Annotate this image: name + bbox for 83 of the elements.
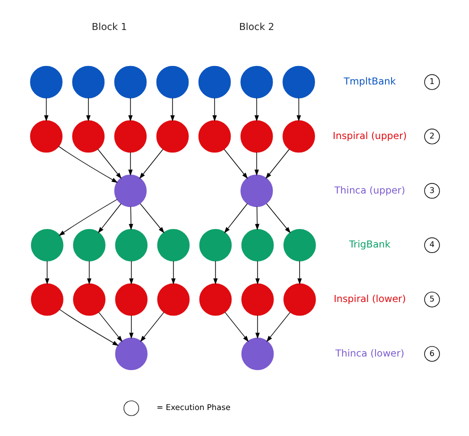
arrow <box>97 203 121 234</box>
node-circle <box>240 120 272 153</box>
node-circle <box>156 228 190 262</box>
arrow <box>128 314 134 339</box>
node-circle <box>282 120 314 153</box>
node-circle <box>114 174 146 208</box>
node-circle <box>114 66 146 98</box>
arrow <box>58 199 118 236</box>
node-circle <box>72 283 105 316</box>
node-circle <box>240 174 272 208</box>
node-circle <box>30 120 62 153</box>
arrow <box>254 206 259 230</box>
node-circle <box>114 338 148 370</box>
arrow <box>138 148 163 179</box>
label: Inspiral (lower) <box>333 294 406 305</box>
node-circle <box>240 283 274 316</box>
arrow <box>212 98 216 122</box>
label: TrigBank <box>348 240 390 251</box>
node-circle <box>156 66 188 98</box>
arrow <box>128 260 134 285</box>
node-circle <box>198 228 232 262</box>
node-circle <box>72 228 105 262</box>
arrow <box>58 146 118 183</box>
arrow <box>170 260 176 285</box>
arrow <box>254 152 258 176</box>
node-circle <box>240 66 272 98</box>
node-circle <box>30 228 63 262</box>
arrow <box>140 312 164 342</box>
arrow <box>44 260 49 285</box>
arrow <box>266 312 290 342</box>
node-circle <box>282 283 316 316</box>
node-circle <box>198 66 230 98</box>
arrow <box>212 260 218 285</box>
node-circle: 4 <box>424 237 440 253</box>
node-circle: 6 <box>424 346 440 362</box>
arrow <box>98 312 122 342</box>
node-circle <box>240 228 274 262</box>
node-circle: 5 <box>424 292 440 308</box>
arrow <box>296 260 302 285</box>
arrow <box>86 98 90 122</box>
node-circle <box>282 228 316 262</box>
label: Thinca (lower) <box>334 348 404 360</box>
label: Inspiral (upper) <box>332 130 406 142</box>
arrow <box>265 148 290 179</box>
node-circle <box>156 283 190 316</box>
node-circle: 2 <box>424 128 440 144</box>
label: Block 1 <box>91 22 127 34</box>
node-circle <box>114 283 148 316</box>
arrow <box>58 309 118 346</box>
node-circle <box>72 66 104 98</box>
arrow <box>44 98 48 122</box>
arrow <box>128 98 132 122</box>
node-circle <box>198 120 230 153</box>
node-circle <box>114 120 146 153</box>
label: Block 2 <box>238 22 274 34</box>
node-circle: 1 <box>424 74 440 90</box>
node-circle: 3 <box>424 183 440 199</box>
arrow <box>128 152 132 176</box>
arrow <box>254 260 260 285</box>
arrow <box>139 203 164 234</box>
node-circle <box>198 283 232 316</box>
legend-label: = Execution Phase <box>156 403 230 412</box>
arrow <box>254 98 258 122</box>
arrow <box>266 203 290 234</box>
node-circle <box>114 228 148 262</box>
node-circle <box>30 66 62 98</box>
arrow <box>224 312 248 342</box>
node-circle <box>123 400 139 416</box>
node-circle <box>156 120 188 153</box>
arrow <box>128 206 133 230</box>
arrow <box>86 260 91 285</box>
arrow <box>170 98 174 122</box>
arrow <box>97 148 122 179</box>
arrow <box>223 148 248 179</box>
label: Thinca (upper) <box>334 185 405 196</box>
arrow <box>224 203 248 234</box>
arrow <box>254 314 260 339</box>
node-circle <box>240 338 274 370</box>
label: TmpltBank <box>343 76 396 88</box>
node-circle <box>72 120 104 153</box>
node-circle <box>282 66 314 98</box>
arrow <box>296 98 300 122</box>
node-circle <box>30 283 63 316</box>
